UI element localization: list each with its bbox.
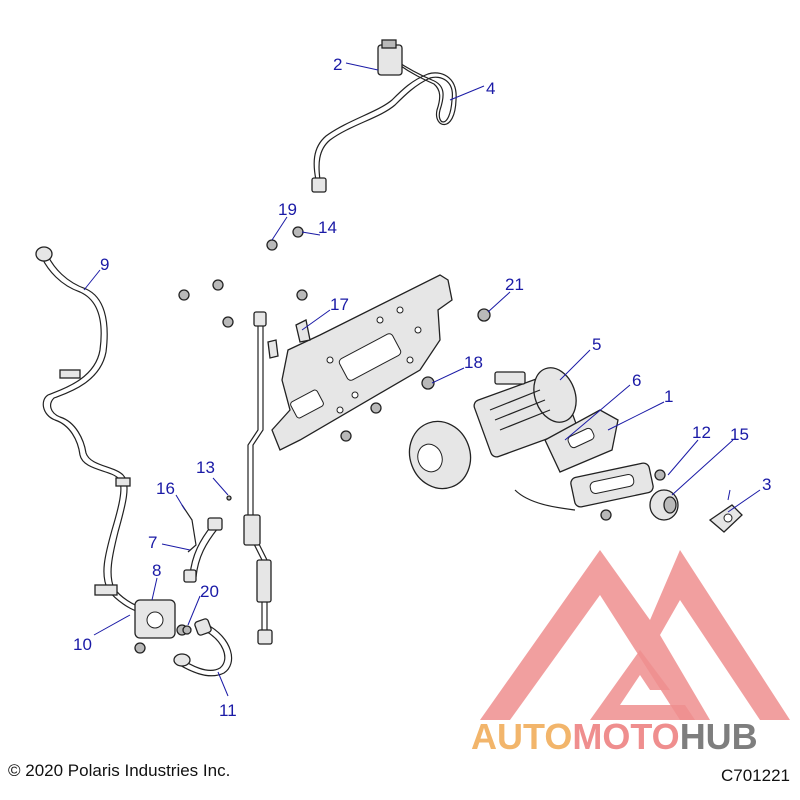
connector-block <box>377 44 403 76</box>
callout-20: 20 <box>200 582 219 601</box>
callout-12: 12 <box>692 423 711 442</box>
callout-1: 1 <box>664 387 673 406</box>
callout-19: 19 <box>278 200 297 219</box>
callout-21: 21 <box>505 275 524 294</box>
harness-vertical <box>243 311 273 645</box>
mounting-plate <box>271 274 453 451</box>
cable-left <box>35 246 145 613</box>
callout-13: 13 <box>196 458 215 477</box>
diagram-code: C701221 <box>720 766 790 785</box>
winch <box>408 367 577 490</box>
callout-14: 14 <box>318 218 337 237</box>
callout-15: 15 <box>730 425 749 444</box>
automotohub-watermark-logo <box>480 550 790 720</box>
callout-11: 11 <box>219 701 237 720</box>
cable-clip-2 <box>115 477 131 487</box>
watermark-text-auto: AUTO <box>471 716 573 757</box>
rope-guide-plate <box>544 409 619 473</box>
fairlead <box>514 462 654 511</box>
callout-17: 17 <box>330 295 349 314</box>
connector-top <box>381 39 397 49</box>
cable-clip-3 <box>94 584 118 596</box>
callout-10: 10 <box>73 635 92 654</box>
callout-5: 5 <box>592 335 601 354</box>
cable-left-end <box>35 246 53 262</box>
callout-labels: 1 2 3 4 5 6 7 8 9 10 11 12 13 14 15 16 1… <box>73 55 771 720</box>
callout-3: 3 <box>762 475 771 494</box>
stopper-hook <box>649 489 743 533</box>
watermark-text-moto: MOTO <box>572 716 680 757</box>
harness-end-connector <box>311 177 327 193</box>
controller <box>134 599 188 654</box>
callout-18: 18 <box>464 353 483 372</box>
cable-clip-1 <box>59 369 81 379</box>
watermark-text: AUTOMOTOHUB <box>471 716 758 758</box>
harness-upper <box>311 39 457 193</box>
cable-lower <box>173 618 233 677</box>
callout-2: 2 <box>333 55 342 74</box>
callout-9: 9 <box>100 255 109 274</box>
callout-6: 6 <box>632 371 641 390</box>
cable-small <box>181 504 223 583</box>
fasteners <box>178 226 666 635</box>
callout-16: 16 <box>156 479 175 498</box>
watermark-text-hub: HUB <box>679 716 758 757</box>
callout-8: 8 <box>152 561 161 580</box>
callout-leaders <box>83 62 761 697</box>
callout-4: 4 <box>486 79 495 98</box>
callout-7: 7 <box>148 533 157 552</box>
copyright-text: © 2020 Polaris Industries Inc. <box>8 761 231 780</box>
